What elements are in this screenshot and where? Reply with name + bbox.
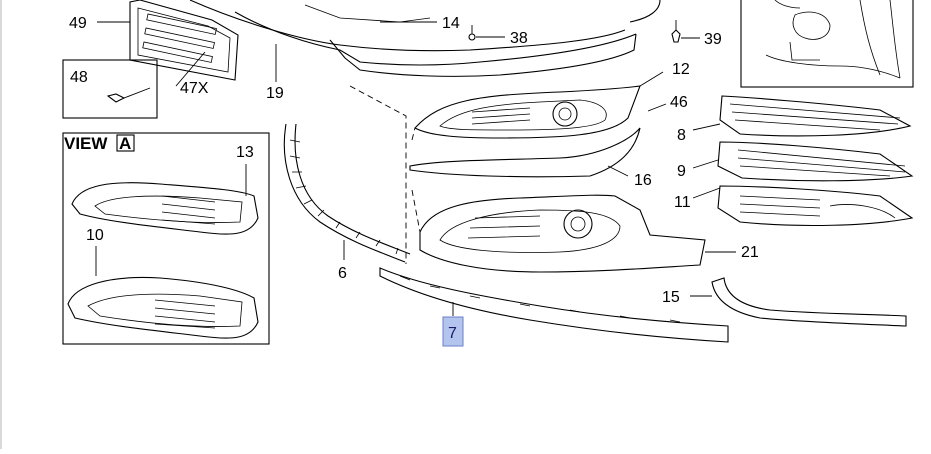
screw-48 [62, 59, 158, 119]
lower-deflector-7 [379, 267, 729, 343]
view-a-title: VIEW [64, 134, 108, 153]
bumper-fascia [189, 0, 661, 77]
view-a-marker: A [119, 134, 131, 153]
callout-48: 48 [70, 69, 88, 86]
leader-12 [639, 71, 664, 87]
trim-strip-16 [409, 127, 641, 178]
callout-21: 21 [741, 244, 759, 261]
leader-16 [607, 165, 629, 177]
callout-7[interactable]: 7 [448, 325, 457, 342]
highlighted-callout-7[interactable]: 7 [442, 316, 464, 347]
callout-12: 12 [672, 61, 690, 78]
callout-8: 8 [677, 127, 686, 144]
grille-11 [717, 185, 914, 227]
guide-line-3 [411, 189, 421, 233]
grille-8 [719, 95, 912, 137]
inset-view-box [740, 0, 914, 88]
trim-strip-15 [711, 277, 907, 327]
callout-19: 19 [266, 85, 284, 102]
leader-46 [647, 103, 667, 112]
callout-38: 38 [510, 30, 528, 47]
fog-bezel-lower [419, 194, 706, 273]
callout-11: 11 [674, 194, 691, 211]
guide-line-1 [349, 85, 407, 264]
callout-13: 13 [236, 144, 254, 161]
leader-8 [692, 123, 721, 131]
view-a-box [62, 132, 270, 345]
leader-9 [692, 159, 719, 169]
leader-11 [692, 187, 721, 199]
grille-9 [717, 141, 914, 182]
callout-10: 10 [86, 227, 104, 244]
callout-14: 14 [442, 15, 460, 32]
fog-bezel-upper [414, 85, 641, 139]
grille-13 [71, 182, 259, 235]
callout-6: 6 [338, 265, 347, 282]
screw-39 [671, 20, 700, 43]
grille-10 [67, 276, 259, 339]
callout-16: 16 [634, 172, 652, 189]
lower-reinforcement-6 [283, 123, 411, 263]
callout-9: 9 [677, 163, 686, 180]
callout-47x: 47X [180, 80, 209, 97]
callout-46: 46 [670, 94, 688, 111]
highlight-box[interactable] [442, 316, 464, 347]
license-plate-bracket [129, 0, 239, 81]
callout-39: 39 [704, 31, 722, 48]
guide-line-2 [411, 127, 416, 141]
window-edge [0, 0, 2, 449]
leader-47x [175, 51, 206, 87]
screw-38 [468, 25, 505, 41]
callout-49: 49 [69, 15, 87, 32]
callout-15: 15 [662, 289, 680, 306]
